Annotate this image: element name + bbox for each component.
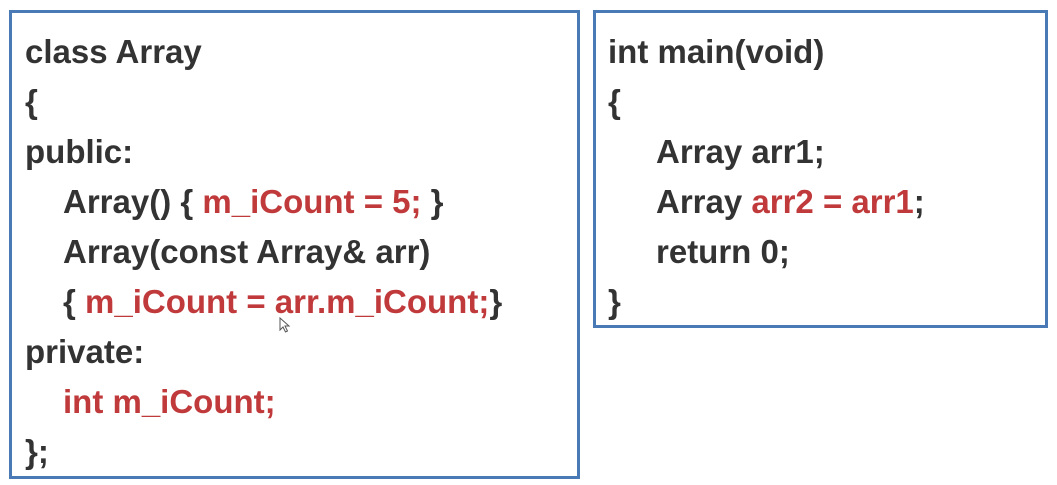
code-line-member-decl: int m_iCount; [25,377,577,427]
code-highlight: int m_iCount; [63,383,276,420]
code-line-public-label: public: [25,133,134,170]
code-text: Array [656,183,752,220]
code-line-private-label: private: [25,333,145,370]
code-text: Array() { [63,183,203,220]
main-function-code-panel: int main(void) { Array arr1; Array arr2 … [593,10,1048,328]
code-highlight: arr2 = arr1 [751,183,914,220]
code-line-class-decl: class Array [25,33,202,70]
code-text: ; [913,183,925,220]
code-line-main-signature: int main(void) [608,33,825,70]
code-line-default-constructor: Array() { m_iCount = 5; } [25,177,577,227]
code-line-close-brace: } [608,283,621,320]
code-text: { [63,283,86,320]
code-line-copy-constructor-body: { m_iCount = arr.m_iCount;} [25,277,577,327]
code-text: } [489,283,503,320]
code-highlight: m_iCount = 5; [202,183,422,220]
code-line-open-brace: { [608,83,621,120]
mouse-pointer-icon [279,317,291,333]
code-line-arr2-copy: Array arr2 = arr1; [608,177,1045,227]
class-array-code-panel: class Array { public: Array() { m_iCount… [9,10,580,479]
code-line-open-brace: { [25,83,38,120]
code-line-copy-constructor-signature: Array(const Array& arr) [63,233,431,270]
code-text: } [421,183,444,220]
code-line-close-brace: }; [25,433,49,470]
code-line-return: return 0; [656,233,790,270]
code-line-arr1-decl: Array arr1; [656,133,825,170]
code-highlight: m_iCount = arr.m_iCount; [85,283,490,320]
